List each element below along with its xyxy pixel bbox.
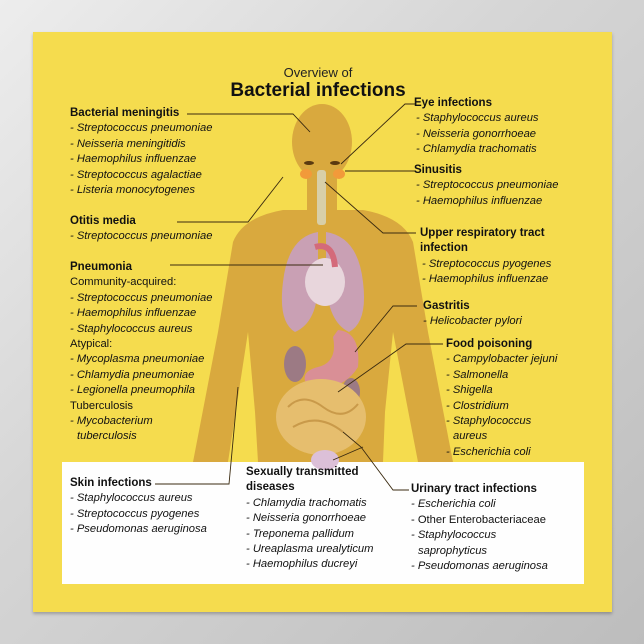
section-upper-respiratory: Upper respiratory tract infection - Stre… (420, 226, 551, 288)
list-item: - Legionella pneumophila (70, 384, 196, 397)
list-item: - Streptococcus pneumoniae (70, 122, 213, 135)
heading-uti: Urinary tract infections (411, 483, 537, 495)
list-item: - Haemophilus influenzae (422, 273, 549, 286)
heading-sinusitis: Sinusitis (414, 164, 462, 176)
heading-pneumonia: Pneumonia (70, 261, 132, 273)
list-item: - Listeria monocytogenes (70, 184, 195, 197)
heading-otitis: Otitis media (70, 215, 136, 227)
list-item: - Helicobacter pylori (423, 315, 522, 328)
section-urinary-tract: Urinary tract infections - Escherichia c… (411, 482, 548, 574)
heading-urti-2: infection (420, 242, 468, 255)
list-item: - Ureaplasma urealyticum (246, 543, 374, 556)
list-item: - Staphylococcus aureus (416, 112, 539, 125)
page-title: Bacterial infections (230, 80, 406, 101)
section-pneumonia: Pneumonia Community-acquired: - Streptoc… (70, 260, 212, 445)
list-item: - Streptococcus pneumoniae (70, 291, 213, 304)
list-item: - Shigella (446, 384, 493, 397)
section-sinusitis: Sinusitis - Streptococcus pneumoniae - H… (414, 163, 558, 209)
bottom-panel (62, 462, 584, 584)
list-item: - Streptococcus agalactiae (70, 168, 202, 181)
subheading-tuberculosis: Tuberculosis (70, 399, 134, 412)
list-item: - Other Enterobacteriaceae (411, 513, 546, 526)
heading-meningitis: Bacterial meningitis (70, 107, 180, 119)
section-eye-infections: Eye infections - Staphylococcus aureus -… (414, 96, 539, 158)
list-item: - Treponema pallidum (246, 527, 354, 540)
heading-urti-1: Upper respiratory tract (420, 227, 545, 239)
list-item: - Streptococcus pyogenes (422, 257, 552, 270)
list-item: - Neisseria gonorrhoeae (246, 512, 367, 525)
list-item: - Streptococcus pyogenes (70, 507, 200, 520)
subheading-community: Community-acquired: (70, 276, 177, 289)
section-skin-infections: Skin infections - Staphylococcus aureus … (70, 476, 207, 538)
list-item: - Staphylococcus aureus (70, 322, 193, 335)
section-std: Sexually transmitted diseases - Chlamydi… (246, 465, 373, 573)
heading-skin: Skin infections (70, 477, 152, 489)
section-bacterial-meningitis: Bacterial meningitis - Streptococcus pne… (70, 106, 212, 198)
heading-std-2: diseases (246, 481, 295, 494)
section-gastritis: Gastritis - Helicobacter pylori (423, 299, 522, 330)
list-item: - Staphylococcus (411, 529, 497, 542)
list-item: - Staphylococcus aureus (70, 492, 193, 505)
list-item: - Haemophilus influenzae (416, 194, 543, 207)
body-silhouette (193, 104, 453, 462)
list-item: - Clostridium (446, 399, 509, 412)
list-item: - Salmonella (446, 368, 509, 381)
list-item: tuberculosis (77, 430, 137, 443)
list-item: - Mycoplasma pneumoniae (70, 353, 205, 366)
list-item: - Streptococcus pneumoniae (416, 179, 559, 192)
list-item: - Pseudomonas aeruginosa (70, 523, 207, 536)
title-block: Overview of Bacterial infections (198, 32, 438, 112)
list-item: - Haemophilus influenzae (70, 307, 197, 320)
list-item: aureus (453, 430, 488, 443)
list-item: saprophyticus (418, 544, 488, 557)
list-item: - Escherichia coli (446, 445, 531, 458)
list-item: - Mycobacterium (70, 415, 153, 428)
list-item: - Campylobacter jejuni (446, 353, 558, 366)
human-body-figure (155, 103, 453, 491)
subheading-atypical: Atypical: (70, 338, 113, 351)
heading-food: Food poisoning (446, 338, 533, 350)
list-item: - Neisseria meningitidis (70, 137, 186, 150)
poster: Overview of Bacterial infections Bacteri… (33, 32, 612, 612)
heading-eye: Eye infections (414, 97, 492, 109)
list-item: - Chlamydia trachomatis (246, 496, 367, 509)
list-item: - Escherichia coli (411, 498, 496, 511)
heading-gastritis: Gastritis (423, 300, 470, 312)
list-item: - Chlamydia pneumoniae (70, 368, 195, 381)
title-overview: Overview of (283, 65, 353, 80)
list-item: - Chlamydia trachomatis (416, 143, 537, 156)
list-item: - Haemophilus influenzae (70, 153, 197, 166)
list-item: - Staphylococcus (446, 415, 532, 428)
section-food-poisoning: Food poisoning - Campylobacter jejuni - … (446, 337, 557, 460)
heading-std-1: Sexually transmitted (246, 466, 359, 478)
list-item: - Neisseria gonorrhoeae (416, 127, 537, 140)
section-otitis-media: Otitis media - Streptococcus pneumoniae (70, 214, 212, 245)
list-item: - Pseudomonas aeruginosa (411, 560, 548, 573)
list-item: - Haemophilus ducreyi (246, 558, 358, 571)
list-item: - Streptococcus pneumoniae (70, 230, 213, 243)
